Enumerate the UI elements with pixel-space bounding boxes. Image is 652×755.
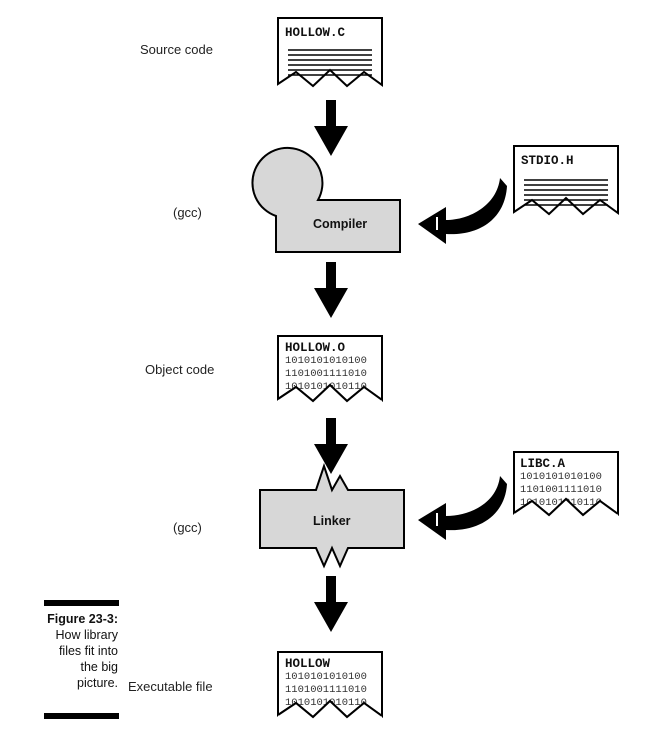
down-arrow <box>314 100 348 156</box>
curved-arrow-stdio-to-compiler <box>418 178 507 244</box>
linker-box: Linker <box>259 462 405 569</box>
binary-line: 1101001111010 <box>520 484 602 496</box>
caption-title: Figure 23-3: <box>47 612 118 626</box>
executable-document-hollow: HOLLOW 1010101010100 1101001111010 10101… <box>277 651 383 720</box>
binary-line: 1101001111010 <box>285 684 367 696</box>
doc-title: HOLLOW <box>285 657 331 671</box>
binary-line: 1010101010100 <box>520 471 602 483</box>
doc-title: LIBC.A <box>520 457 566 471</box>
figure-caption: Figure 23-3: How library files fit into … <box>30 611 118 691</box>
curved-arrow-libc-to-linker <box>418 476 507 540</box>
label-object-code: Object code <box>145 362 215 377</box>
caption-line: files fit into <box>58 644 118 658</box>
caption-bottom-rule <box>44 713 119 719</box>
down-arrow <box>314 576 348 632</box>
object-document-hollow-o: HOLLOW.O 1010101010100 1101001111010 101… <box>277 335 383 404</box>
binary-line: 1010101010100 <box>285 671 367 683</box>
label-source-code: Source code <box>140 42 213 57</box>
caption-line: the big <box>80 660 118 674</box>
label-gcc-compiler: (gcc) <box>173 205 202 220</box>
down-arrow <box>314 418 348 474</box>
down-arrow <box>314 262 348 318</box>
header-document-stdio-h: STDIO.H <box>513 145 619 216</box>
linker-label: Linker <box>313 514 351 528</box>
source-document-hollow-c: HOLLOW.C <box>277 17 383 88</box>
compiler-box: Compiler <box>251 146 401 253</box>
library-document-libc-a: LIBC.A 1010101010100 1101001111010 10101… <box>513 451 619 518</box>
label-executable-file: Executable file <box>128 679 213 694</box>
caption-top-rule <box>44 600 119 606</box>
binary-line: 1010101010110 <box>285 381 367 393</box>
label-gcc-linker: (gcc) <box>173 520 202 535</box>
doc-title: HOLLOW.C <box>285 26 346 40</box>
caption-line: picture. <box>77 676 118 690</box>
compiler-label: Compiler <box>313 217 367 231</box>
caption-line: How library <box>55 628 118 642</box>
binary-line: 1010101010100 <box>285 355 367 367</box>
binary-line: 1010101010110 <box>285 697 367 709</box>
binary-line: 1101001111010 <box>285 368 367 380</box>
doc-title: HOLLOW.O <box>285 341 346 355</box>
doc-title: STDIO.H <box>521 154 574 168</box>
